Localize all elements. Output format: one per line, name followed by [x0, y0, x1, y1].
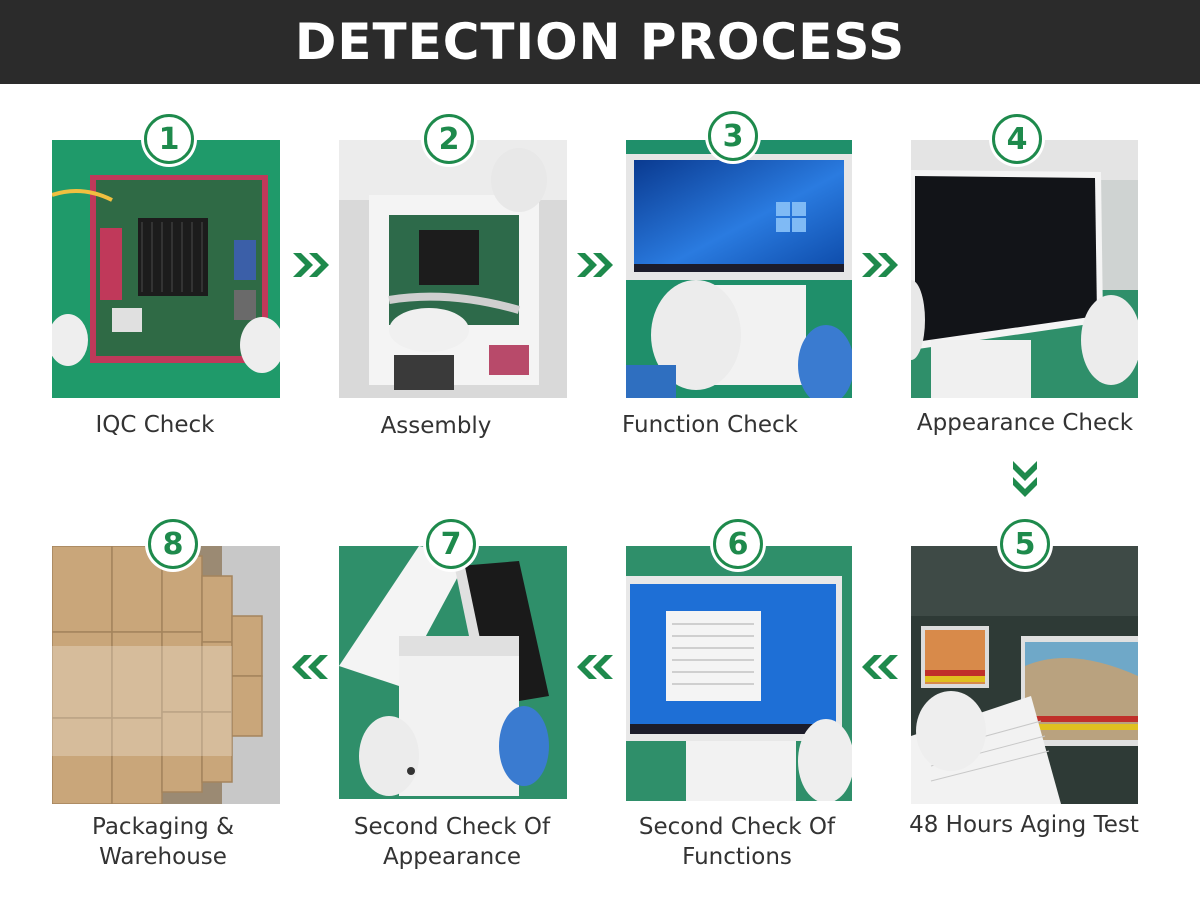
step-label-7: Second Check Of Appearance — [353, 814, 551, 870]
double-chevron-left-icon — [858, 651, 902, 683]
double-chevron-right-icon — [573, 249, 617, 281]
double-chevron-left-icon — [288, 651, 332, 683]
double-chevron-down-icon — [1008, 458, 1042, 500]
double-chevron-left-icon — [573, 651, 617, 683]
step-label-5: 48 Hours Aging Test — [909, 812, 1139, 838]
step-badge-4: 4 — [992, 114, 1042, 164]
step-label-2: Assembly — [380, 413, 492, 439]
photo-appearance-check — [911, 140, 1138, 398]
photo-function-check — [626, 140, 852, 398]
step-badge-8: 8 — [148, 519, 198, 569]
photo-second-check-appearance — [339, 546, 567, 799]
photo-second-check-functions — [626, 546, 852, 801]
double-chevron-right-icon — [858, 249, 902, 281]
double-chevron-right-icon — [289, 249, 333, 281]
step-label-4: Appearance Check — [916, 410, 1134, 436]
step-badge-6: 6 — [713, 519, 763, 569]
step-badge-1: 1 — [144, 114, 194, 164]
step-label-3: Function Check — [622, 412, 798, 438]
step-label-8: Packaging & Warehouse — [92, 814, 234, 870]
step-badge-7: 7 — [426, 519, 476, 569]
page-title: DETECTION PROCESS — [294, 13, 906, 71]
photo-iqc-check — [52, 140, 280, 398]
step-badge-3: 3 — [708, 111, 758, 161]
step-label-1: IQC Check — [95, 412, 215, 438]
photo-packaging-warehouse — [52, 546, 280, 804]
photo-assembly — [339, 140, 567, 398]
header-banner: DETECTION PROCESS — [0, 0, 1200, 84]
photo-aging-test — [911, 546, 1138, 804]
step-badge-2: 2 — [424, 114, 474, 164]
step-label-6: Second Check Of Functions — [638, 814, 836, 870]
step-badge-5: 5 — [1000, 519, 1050, 569]
